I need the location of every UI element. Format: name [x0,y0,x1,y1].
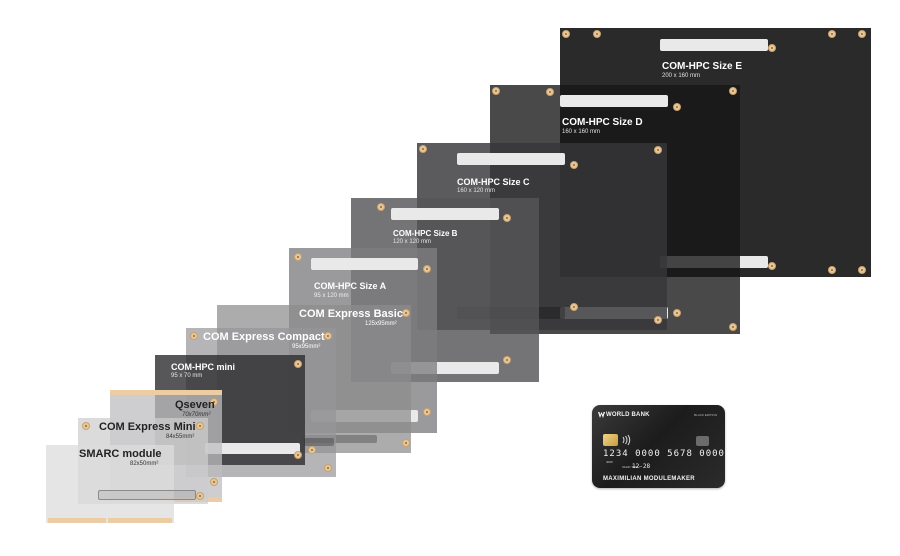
mounting-hole [294,360,302,368]
board-title: COM-HPC Size A [314,281,387,291]
mounting-hole [858,266,866,274]
board-dimensions: 120 x 120 mm [393,239,432,245]
board-title: SMARC module [79,448,162,460]
mounting-hole [402,309,410,317]
board-dimensions: 95 x 70 mm [171,373,203,379]
contactless-icon [622,434,631,446]
card-number: 1234 0000 5678 0000 [603,449,725,459]
mounting-hole [492,87,500,95]
mounting-hole [546,88,554,96]
connector-underside [304,438,334,446]
mounting-hole [654,316,662,324]
connector [311,258,418,270]
mounting-hole [828,266,836,274]
board-dimensions: 70x70mm² [182,412,211,418]
board-dimensions: 125x95mm² [365,321,397,327]
board-dimensions: 95x95mm² [292,344,321,350]
mounting-hole [324,464,332,472]
mounting-hole [308,446,316,454]
mounting-hole [210,398,218,406]
mounting-hole [768,44,776,52]
mounting-hole [570,303,578,311]
mounting-hole [654,146,662,154]
mounting-hole [82,422,90,430]
mounting-hole [768,262,776,270]
mounting-hole [593,30,601,38]
mounting-hole [503,214,511,222]
gold-edge [110,390,222,395]
connector [457,153,565,165]
mounting-hole [729,323,737,331]
board-title: COM Express Basic [299,308,403,320]
board-title: COM-HPC Size B [393,229,458,238]
connector [560,95,668,107]
board-dimensions: 82x50mm² [130,461,159,467]
board-dimensions: 160 x 120 mm [457,188,496,194]
card-holder-name: MAXIMILIAN MODULEMAKER [603,476,695,482]
credit-card-size-reference: WORLD BANK BLACK EDITION 1234 0000 5678 … [592,405,725,488]
mounting-hole [673,103,681,111]
mounting-hole [294,253,302,261]
board-dimensions: 200 x 160 mm [662,73,701,79]
bank-logo-icon [598,412,605,418]
connector [660,39,768,51]
board-smarc-module: SMARC module 82x50mm² [46,445,196,523]
mounting-hole [828,30,836,38]
mounting-hole [858,30,866,38]
connector-underside [302,435,377,443]
mounting-hole [196,492,204,500]
mounting-hole [570,161,578,169]
card-edition: BLACK EDITION [694,413,717,417]
chip-icon [603,434,618,446]
mounting-hole [562,30,570,38]
board-title: COM-HPC Size C [457,177,530,187]
board-title: Qseven [175,399,215,411]
mounting-hole [673,309,681,317]
connector [205,443,300,454]
card-small-code: 4000 [606,460,613,464]
mounting-hole [377,203,385,211]
card-expiry: 12-28 [632,463,651,470]
mounting-hole [190,332,198,340]
mounting-hole [503,356,511,364]
connector [391,208,499,220]
mounting-hole [402,439,410,447]
gold-edge [108,518,172,523]
board-dimensions: 95 x 120 mm [314,293,349,299]
mounting-hole [423,265,431,273]
hologram-icon [696,436,709,446]
board-title: COM Express Compact [203,331,325,343]
mounting-hole [324,332,332,340]
board-title: COM-HPC mini [171,362,235,372]
bank-name: WORLD BANK [606,412,650,418]
card-valid-label: VALID THRU [622,465,640,469]
mounting-hole [729,87,737,95]
connector-underside [98,490,196,500]
board-dimensions: 160 x 160 mm [562,129,601,135]
board-dimensions: 84x55mm² [166,434,195,440]
board-title: COM-HPC Size E [662,61,743,72]
gold-edge [48,518,106,523]
mounting-hole [210,478,218,486]
board-title: COM Express Mini [99,421,196,433]
mounting-hole [294,451,302,459]
mounting-hole [423,408,431,416]
board-title: COM-HPC Size D [562,117,643,128]
mounting-hole [196,422,204,430]
mounting-hole [419,145,427,153]
